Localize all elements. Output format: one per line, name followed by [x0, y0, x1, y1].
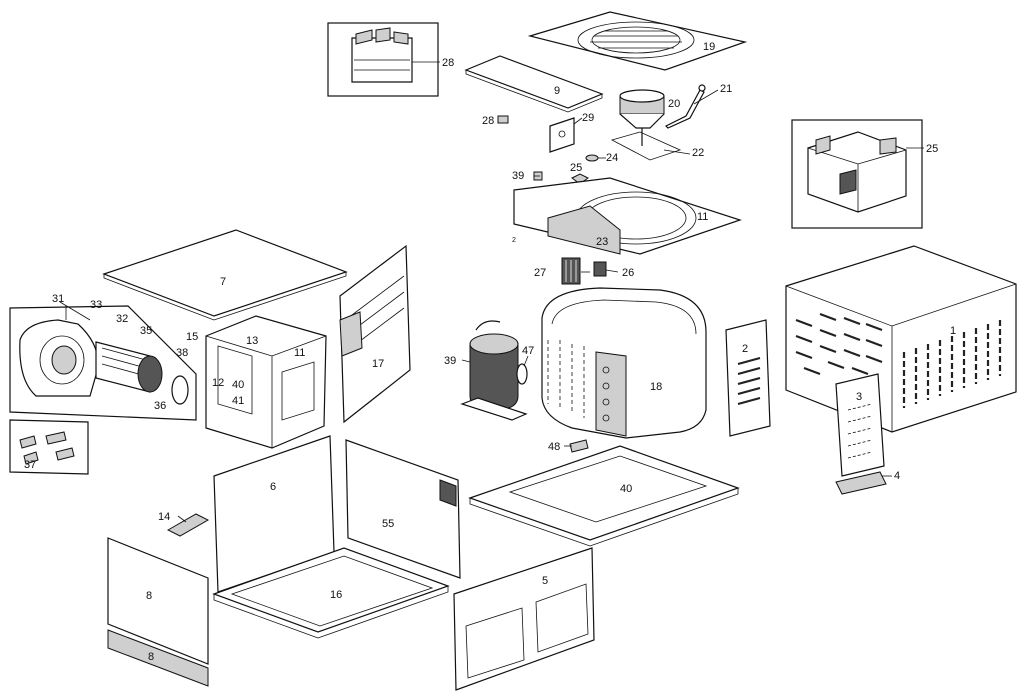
part-48-part [569, 439, 589, 453]
part-37-inset [9, 419, 89, 475]
part-14-bracket [166, 513, 210, 537]
label-28-inset: 28 [442, 57, 454, 69]
label-14: 14 [158, 511, 170, 523]
label-4: 4 [894, 470, 900, 482]
label-25-inset: 25 [926, 143, 938, 155]
label-12: 12 [212, 377, 224, 389]
part-8-bottom-strip [107, 629, 209, 687]
label-23: 23 [596, 236, 608, 248]
part-3-side-panel [835, 373, 885, 477]
label-32: 32 [116, 313, 128, 325]
part-9-top-panel [464, 55, 604, 113]
label-9: 9 [554, 85, 560, 97]
part-29-capacitor-bracket [549, 117, 575, 153]
label-2: 2 [742, 343, 748, 355]
part-13-housing [205, 315, 327, 449]
label-8-panel: 8 [146, 590, 152, 602]
label-22: 22 [692, 147, 704, 159]
part-28-clip [497, 115, 509, 124]
label-3: 3 [856, 391, 862, 403]
label-16: 16 [330, 589, 342, 601]
label-28-clip: 28 [482, 115, 494, 127]
part-16-base [212, 547, 450, 639]
part-19-top-grille [527, 11, 748, 71]
label-36: 36 [154, 400, 166, 412]
label-11-orifice: 11 [697, 211, 708, 223]
part-1-cabinet [785, 245, 1017, 433]
part-5-front-panel [453, 547, 595, 691]
leader-lines [59, 89, 892, 523]
label-24: 24 [606, 152, 618, 164]
label-11-housing: 11 [294, 347, 305, 359]
part-24-nut [585, 154, 599, 162]
label-19: 19 [703, 41, 715, 53]
label-48: 48 [548, 441, 560, 453]
label-26: 26 [622, 267, 634, 279]
part-21-bracket [664, 84, 706, 129]
label-27: 27 [534, 267, 546, 279]
part-25-inset [791, 119, 924, 229]
cabinet-front-vents [902, 320, 1002, 408]
label-8-strip: 8 [148, 651, 154, 663]
part-17-side-panel [339, 244, 411, 424]
label-20: 20 [668, 98, 680, 110]
part-4-bracket [835, 471, 887, 495]
label-2-small: 2 [512, 237, 516, 244]
label-29: 29 [582, 112, 594, 124]
label-6: 6 [270, 481, 276, 493]
label-47: 47 [522, 345, 534, 357]
part-55-panel [345, 439, 461, 579]
label-21: 21 [720, 83, 732, 95]
label-39-compressor: 39 [444, 355, 456, 367]
part-2-control-panel [725, 319, 771, 437]
label-31: 31 [52, 293, 64, 305]
part-20-fan-motor [610, 89, 682, 161]
label-1: 1 [950, 325, 956, 337]
part-28-inset [327, 22, 440, 97]
part-7-top-panel [102, 229, 348, 321]
label-15: 15 [186, 331, 198, 343]
label-18: 18 [650, 381, 662, 393]
label-25-nut: 25 [570, 162, 582, 174]
part-labels: 19 28 9 21 20 28 29 22 24 25 39 25 11 23… [24, 41, 956, 663]
part-8-panel [107, 537, 209, 665]
label-40-housing: 40 [232, 379, 244, 391]
label-37: 37 [24, 459, 36, 471]
cabinet-left-vents [795, 312, 883, 376]
label-7: 7 [220, 276, 226, 288]
label-33: 33 [90, 299, 102, 311]
label-35: 35 [140, 325, 152, 337]
label-13: 13 [246, 335, 258, 347]
part-26-block [593, 261, 607, 277]
label-40-base: 40 [620, 483, 632, 495]
part-39-compressor [460, 320, 528, 421]
label-41: 41 [232, 395, 244, 407]
label-55: 55 [382, 518, 394, 530]
part-27-filter-drier [561, 257, 581, 285]
label-38: 38 [176, 347, 188, 359]
label-17: 17 [372, 358, 384, 370]
part-11-orifice-plate [513, 177, 742, 255]
part-40-base-pan [468, 445, 740, 547]
part-18-condenser-coil [541, 287, 707, 439]
label-5: 5 [542, 575, 548, 587]
label-39-clip: 39 [512, 170, 524, 182]
part-47-part [516, 363, 528, 385]
blower-assembly-inset [9, 305, 197, 421]
